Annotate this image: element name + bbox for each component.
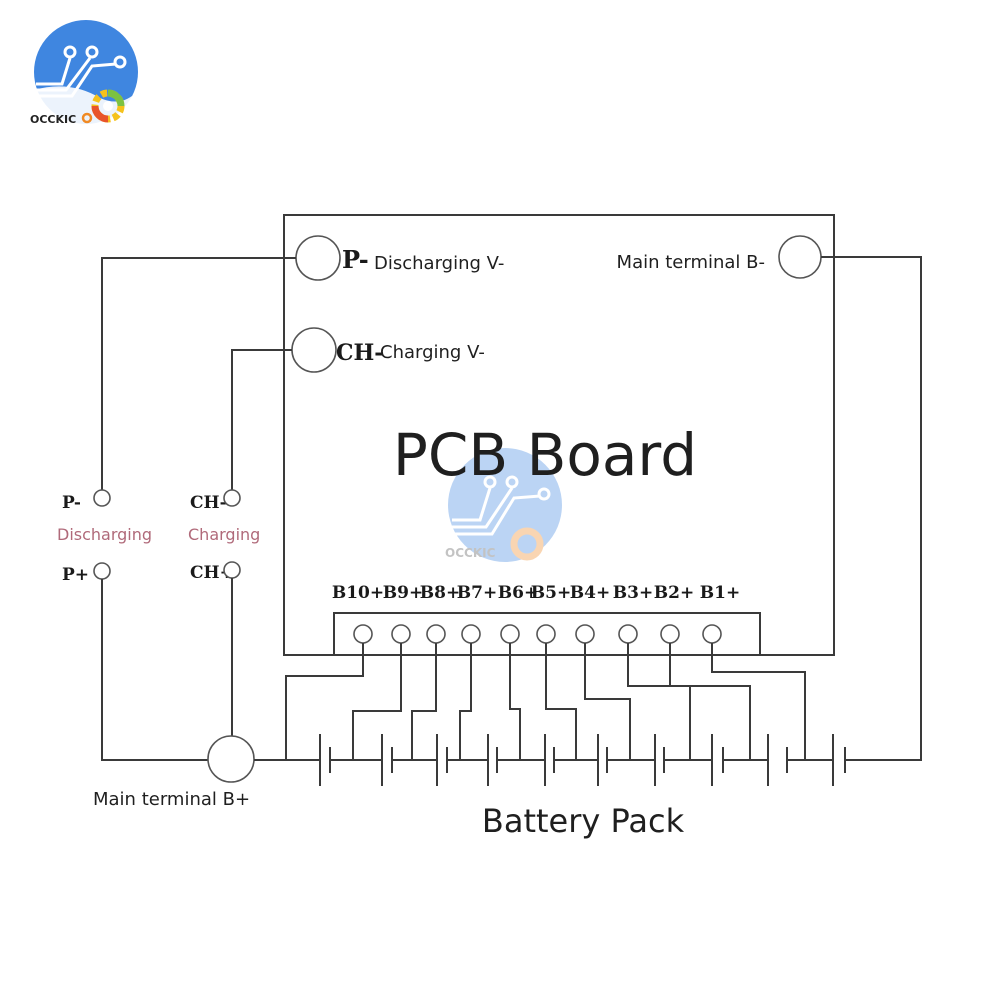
output-charge: CH- Charging CH+: [188, 489, 260, 583]
terminal-circle-icon: [291, 327, 337, 373]
wire-ch-minus: [231, 349, 292, 490]
output-ch-plus-terminal-icon: [223, 561, 241, 579]
output-p-minus-terminal-icon: [93, 489, 111, 507]
terminal-p-minus-label: Discharging V-: [374, 253, 504, 274]
terminal-b-plus-label: Main terminal B+: [93, 789, 250, 810]
battery-pack: [254, 655, 846, 786]
balance-tap-wire: [285, 655, 364, 760]
balance-terminal-icon: [536, 624, 556, 644]
terminal-ch-minus-label: Charging V-: [380, 342, 485, 363]
balance-terminal-icon: [702, 624, 722, 644]
balance-terminal-icon: [426, 624, 446, 644]
balance-terminal-icon: [391, 624, 411, 644]
balance-tap-wire: [669, 655, 751, 760]
logo-small-gear-icon: [81, 112, 93, 124]
balance-terminal-icon: [500, 624, 520, 644]
balance-connector-outline: [333, 612, 761, 655]
balance-label-b9-plus: B9+: [383, 583, 423, 603]
wire-p-minus: [101, 257, 296, 490]
wire-p-plus: [101, 579, 208, 761]
balance-tap-wire: [584, 655, 631, 760]
balance-terminal-icon: [660, 624, 680, 644]
balance-terminal-icon: [618, 624, 638, 644]
output-p-minus-label: P-: [62, 493, 81, 513]
balance-tap-wire: [352, 655, 402, 760]
terminal-ch-minus-symbol: CH-: [336, 340, 383, 366]
battery-pack-label: Battery Pack: [482, 802, 685, 840]
output-discharging-label: Discharging: [57, 525, 152, 544]
output-discharge: P- Discharging P+: [57, 489, 152, 585]
terminal-ch-minus: CH- Charging V-: [291, 327, 485, 373]
output-ch-minus-label: CH-: [190, 493, 227, 513]
logo-gear-icon: [91, 89, 125, 123]
balance-label-b8-plus: B8+: [420, 583, 460, 603]
brand-logo: OCCKIC: [30, 20, 138, 130]
balance-tap-wire: [459, 655, 472, 760]
terminal-p-minus-symbol: P-: [342, 245, 369, 274]
balance-terminal-icon: [353, 624, 373, 644]
logo-circuit-icon: [36, 45, 127, 98]
balance-label-b1-plus: B1+: [700, 583, 740, 603]
balance-tap-wire: [509, 655, 521, 760]
balance-label-b4-plus: B4+: [570, 583, 610, 603]
balance-tap-wire: [627, 655, 691, 760]
terminal-b-plus-icon: [207, 735, 255, 783]
balance-tap-wire: [711, 655, 806, 760]
balance-label-b3-plus: B3+: [613, 583, 653, 603]
wire-b-minus: [821, 256, 922, 761]
watermark-logo: OCCKIC: [445, 448, 562, 562]
balance-label-b10-plus: B10+: [332, 583, 384, 603]
balance-terminals: B10+B9+B8+B7+B6+B5+B4+B3+B2+ B1+: [284, 583, 834, 656]
balance-label-b5-plus: B5+: [531, 583, 571, 603]
output-p-plus-label: P+: [62, 565, 89, 585]
balance-terminal-icon: [461, 624, 481, 644]
terminal-b-minus: Main terminal B-: [617, 235, 822, 279]
output-ch-plus-label: CH+: [190, 563, 234, 583]
terminal-circle-icon: [778, 235, 822, 279]
balance-label-b6-plus: B6+: [498, 583, 538, 603]
brand-name: OCCKIC: [30, 113, 76, 126]
output-p-plus-terminal-icon: [93, 562, 111, 580]
balance-tap-wire: [411, 655, 437, 760]
balance-tap-wire: [545, 655, 577, 760]
output-ch-minus-terminal-icon: [223, 489, 241, 507]
pcb-board-title: PCB Board: [393, 421, 697, 489]
terminal-circle-icon: [295, 235, 341, 281]
balance-label-b7-plus: B7+: [457, 583, 497, 603]
balance-terminal-icon: [575, 624, 595, 644]
watermark-brand-name: OCCKIC: [445, 546, 496, 560]
output-charging-label: Charging: [188, 525, 260, 544]
balance-label-b2-plus: B2+: [654, 583, 694, 603]
terminal-b-minus-label: Main terminal B-: [617, 252, 765, 273]
terminal-p-minus: P- Discharging V-: [295, 235, 504, 281]
